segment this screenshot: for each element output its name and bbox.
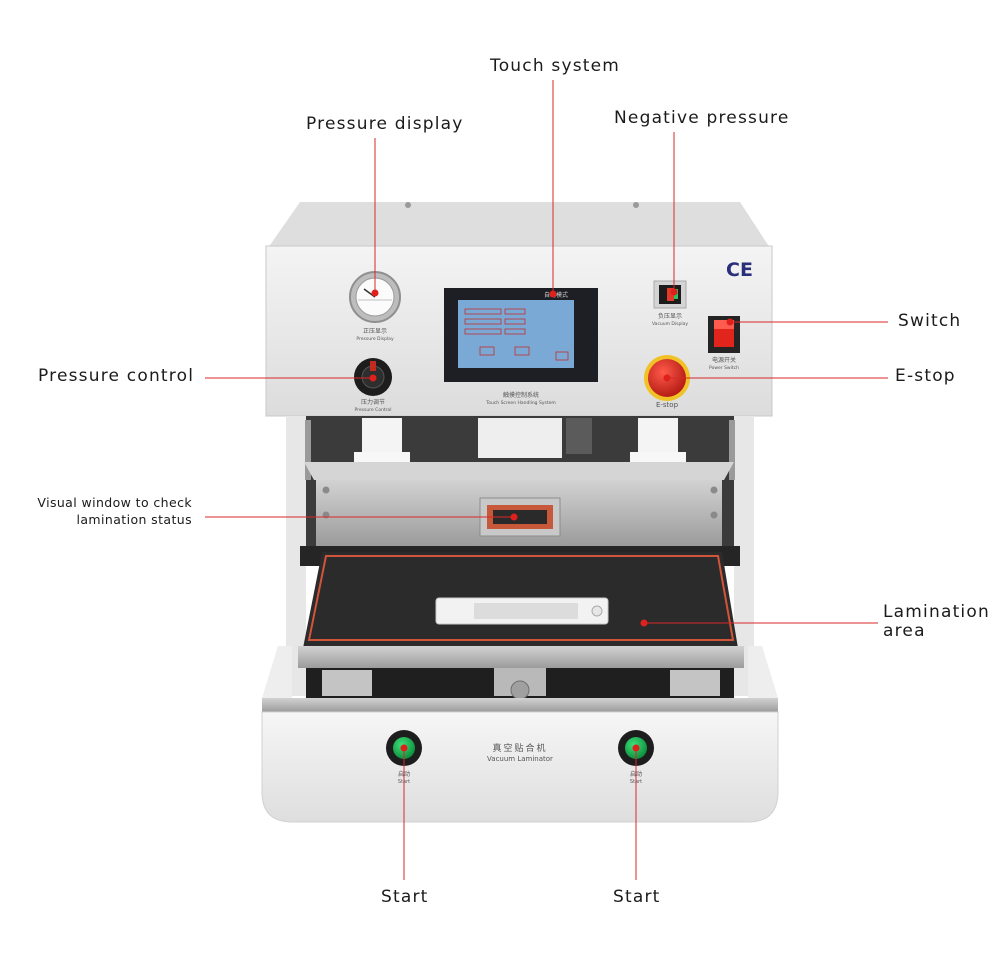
ce-mark: CE xyxy=(726,259,753,281)
knob-caption-en: Pressure Control xyxy=(355,407,392,413)
vacuum-display xyxy=(653,280,687,309)
estop-caption: E-stop xyxy=(656,401,679,409)
label-estop: E-stop xyxy=(895,366,956,386)
switch-caption-en: Power Switch xyxy=(709,365,739,371)
label-pressure-display: Pressure display xyxy=(306,114,464,134)
base-title-en: Vacuum Laminator xyxy=(487,755,553,763)
label-lamination-area-line1: Lamination xyxy=(883,602,990,622)
base-unit xyxy=(261,646,779,823)
vacuum-caption-en: Vacuum Display xyxy=(652,321,688,327)
label-pressure-control: Pressure control xyxy=(38,366,195,386)
gauge-caption-en: Pressure Display xyxy=(356,336,394,342)
label-negative-pressure: Negative pressure xyxy=(614,108,790,128)
touch-caption-en: Touch Screen Handling System xyxy=(485,400,556,406)
label-start-left: Start xyxy=(381,887,429,907)
label-visual-window-line1: Visual window to check xyxy=(37,495,192,510)
knob-caption-cn: 压力调节 xyxy=(361,398,385,406)
leader-lines xyxy=(205,80,888,880)
label-visual-window-line2: lamination status xyxy=(76,512,192,527)
vacuum-caption-cn: 负压显示 xyxy=(658,312,682,320)
power-switch xyxy=(708,316,740,353)
touch-caption-cn: 触摸控制系统 xyxy=(503,391,539,399)
label-start-right: Start xyxy=(613,887,661,907)
pressure-gauge xyxy=(349,271,401,323)
label-touch-system: Touch system xyxy=(490,56,621,76)
gauge-caption-cn: 正压显示 xyxy=(363,328,387,335)
label-switch: Switch xyxy=(898,311,962,331)
lamination-tray xyxy=(298,546,744,668)
switch-caption-cn: 电源开关 xyxy=(712,356,736,364)
base-title-cn: 真空贴合机 xyxy=(492,742,547,754)
leader-dots xyxy=(369,288,734,752)
label-lamination-area-line2: area xyxy=(883,621,926,641)
touch-screen xyxy=(444,288,598,382)
upper-platen xyxy=(304,462,734,546)
